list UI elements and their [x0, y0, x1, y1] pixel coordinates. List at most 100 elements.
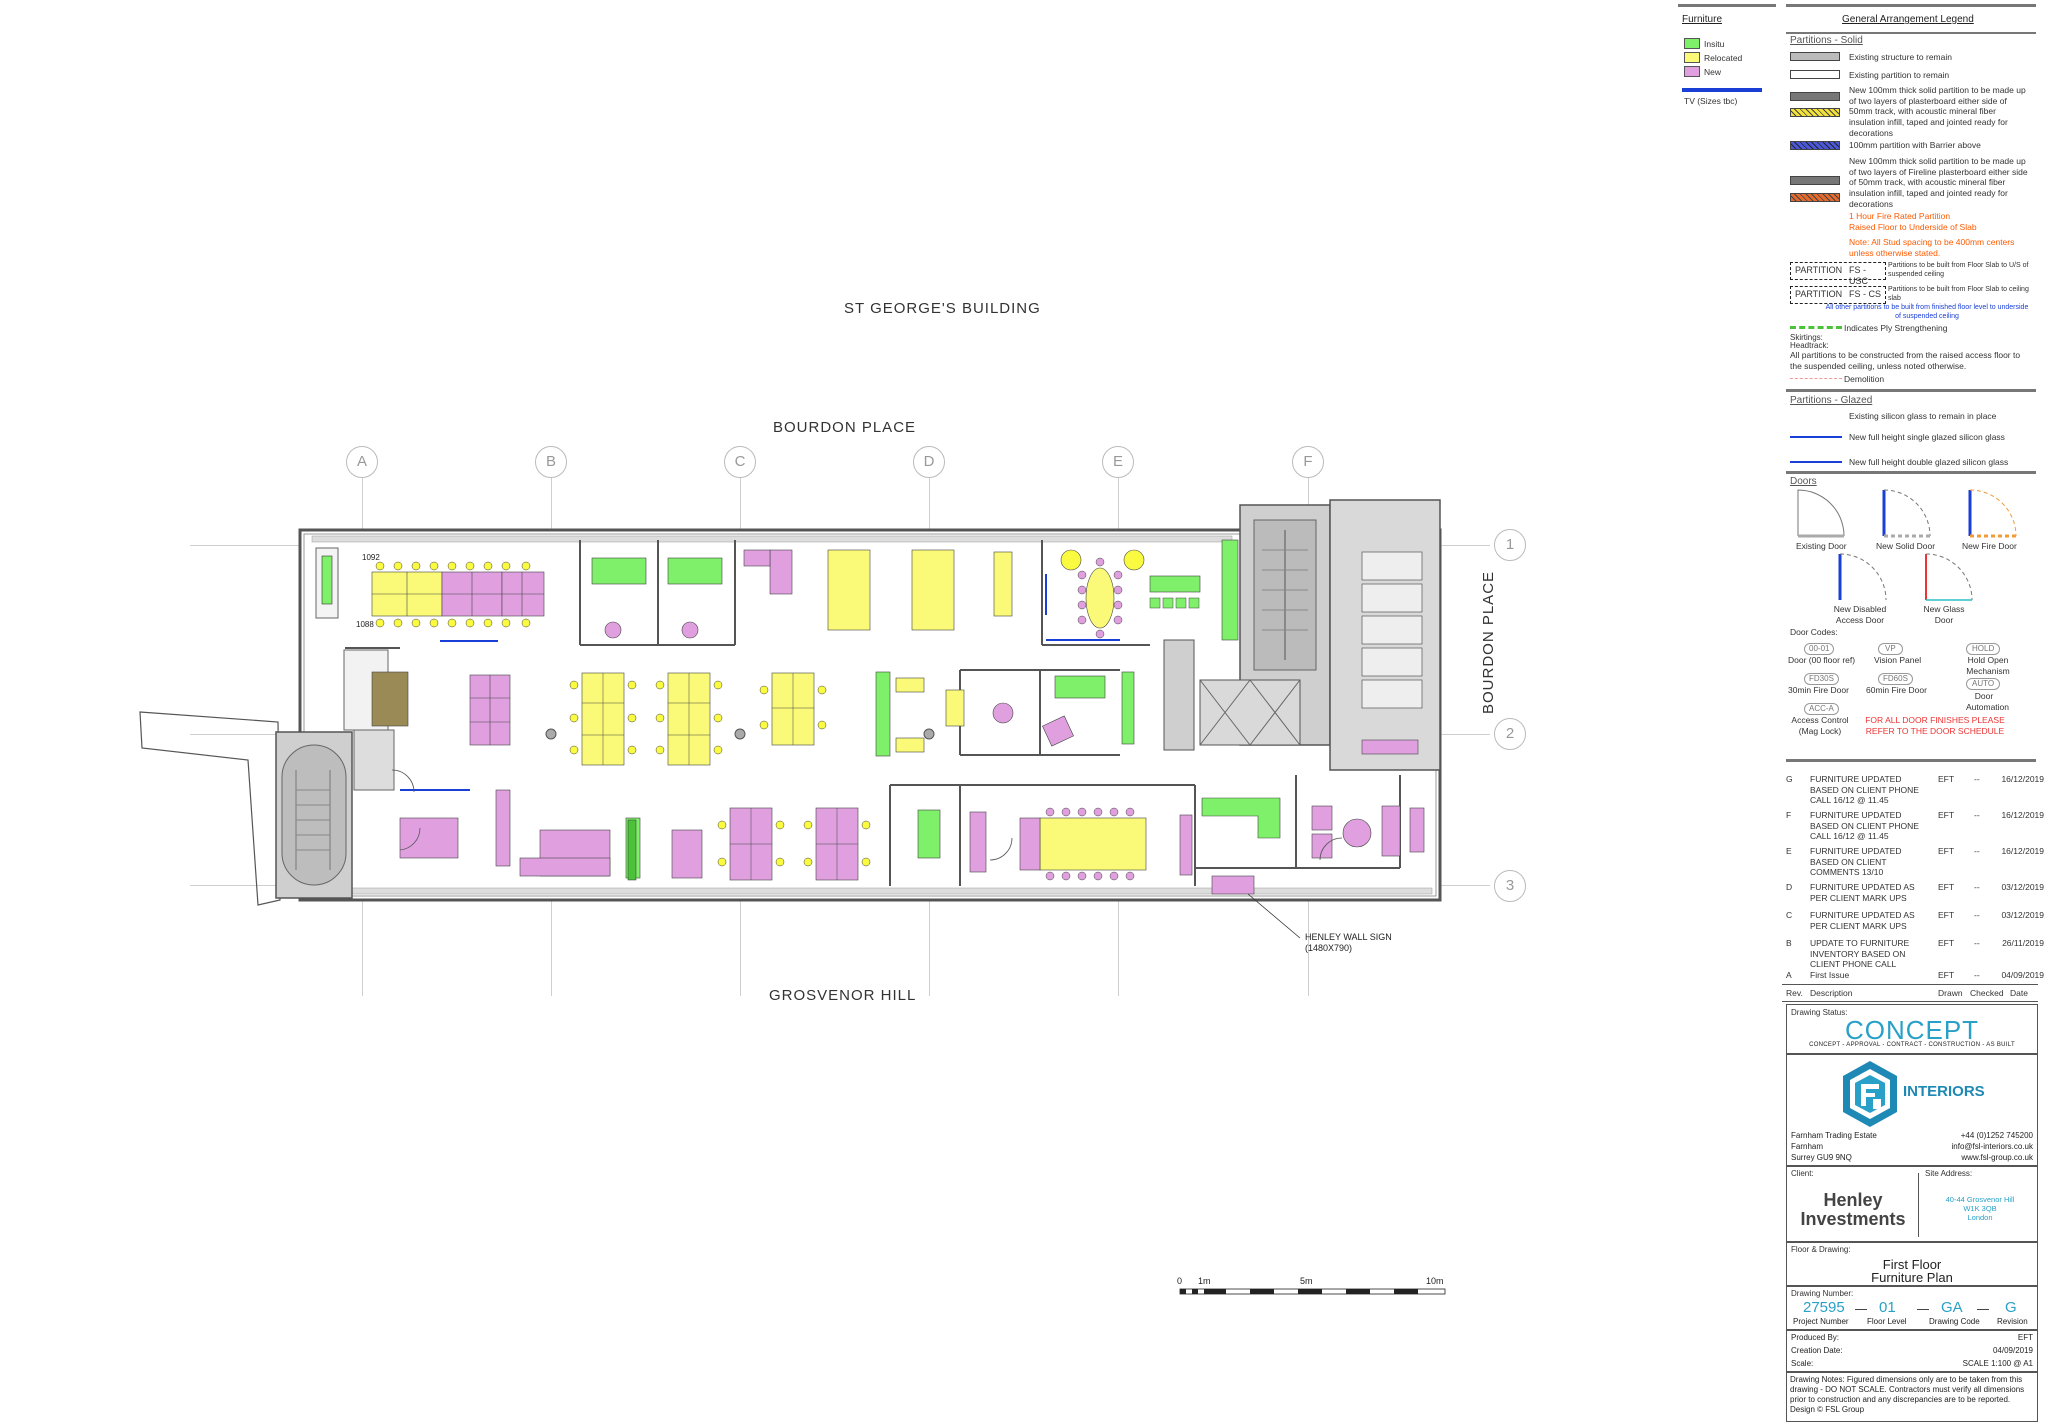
scale-label-10m: 10m: [1426, 1276, 1444, 1286]
swatch-barrier-partition: [1790, 141, 1840, 150]
revision-rev: E: [1786, 846, 1792, 856]
raised-floor-note: Raised Floor to Underside of Slab: [1849, 222, 1977, 232]
grid-bubble-1: 1: [1494, 529, 1526, 561]
revision-checked: --: [1974, 882, 1980, 892]
floor-label: Floor & Drawing:: [1791, 1245, 1851, 1254]
revision-drawn: EFT: [1938, 938, 1955, 948]
revision-checked: --: [1974, 938, 1980, 948]
furniture-legend-rule: [1678, 4, 1776, 7]
glazed-double-swatch: [1790, 461, 1842, 463]
door-desc-00-01: Door (00 floor ref): [1788, 655, 1856, 665]
caption-project: Project Number: [1793, 1317, 1849, 1326]
fs-cs-desc: Partitions to be built from Floor Slab t…: [1888, 286, 2029, 302]
doors-bottom-rule: [1786, 759, 2036, 762]
number-dash-1: [1855, 1309, 1867, 1310]
tv-symbol-icon: [1682, 88, 1762, 92]
client-label: Client:: [1791, 1169, 1814, 1178]
notes-box: Drawing Notes: Figured dimensions only a…: [1786, 1372, 2038, 1422]
legend-insitu: Insitu: [1704, 39, 1725, 49]
door-codes-title: Door Codes:: [1790, 627, 1838, 637]
created-value: 04/09/2019: [1992, 1346, 2033, 1355]
rev-header-rev: Rev.: [1786, 988, 1803, 998]
swatch-insitu: [1684, 38, 1700, 49]
door-symbols: [1797, 489, 2017, 601]
revision-rev: D: [1786, 882, 1793, 892]
partitions-glazed-title: Partitions - Glazed: [1790, 395, 1873, 406]
ga-legend-rule: [1786, 4, 2036, 7]
partition-usc-word: PARTITION: [1795, 265, 1843, 275]
solid-item-5: New 100mm thick solid partition to be ma…: [1849, 156, 2028, 209]
site-line-1: 40-44 Grosvenor Hill: [1945, 1195, 2015, 1204]
caption-floor: Floor Level: [1867, 1317, 1907, 1326]
site-line-3: London: [1967, 1213, 1993, 1222]
swatch-relocated: [1684, 52, 1700, 63]
solid-item-1: Existing structure to remain: [1849, 52, 1952, 62]
revision-code: G: [2005, 1299, 2017, 1316]
grid-bubble-a: A: [346, 446, 378, 478]
rev-header-desc: Description: [1810, 988, 1853, 998]
company-phone: +44 (0)1252 745200: [1960, 1131, 2033, 1140]
doors-title: Doors: [1790, 476, 1817, 487]
revision-desc: UPDATE TO FURNITURE INVENTORY BASED ON C…: [1810, 938, 1910, 970]
glazed-item-2: New full height single glazed silicon gl…: [1849, 432, 2005, 442]
revision-drawn: EFT: [1938, 882, 1955, 892]
scale-label: Scale:: [1791, 1359, 1814, 1368]
company-website: www.fsl-group.co.uk: [1961, 1153, 2033, 1162]
revision-checked: --: [1974, 910, 1980, 920]
floor-plan: ST GEORGE'S BUILDING BOURDON PLACE GROSV…: [139, 300, 1526, 1295]
all-partitions-note: All partitions to be constructed from th…: [1790, 350, 2021, 371]
door-type-disabled: New Disabled Access Door: [1833, 604, 1887, 625]
glazed-item-3: New full height double glazed silicon gl…: [1849, 457, 2009, 467]
scale-label-5m: 5m: [1300, 1276, 1313, 1286]
revision-drawn: EFT: [1938, 970, 1955, 980]
door-code-vp: VP: [1878, 643, 1903, 655]
solid-item-2: Existing partition to remain: [1849, 70, 1950, 80]
company-address-3: Surrey GU9 9NQ: [1791, 1153, 1852, 1162]
door-code-auto: AUTO: [1966, 678, 2001, 690]
grid-bubble-b: B: [535, 446, 567, 478]
floor-box: Floor & Drawing: First Floor Furniture P…: [1786, 1242, 2038, 1286]
revision-desc: First Issue: [1810, 970, 1850, 980]
revision-date: 03/12/2019: [2001, 882, 2044, 892]
rev-header-checked: Checked: [1970, 988, 2004, 998]
status-box: Drawing Status: CONCEPT CONCEPT - APPROV…: [1786, 1004, 2038, 1054]
door-desc-fd30s: 30min Fire Door: [1788, 685, 1849, 695]
door-desc-vp: Vision Panel: [1874, 655, 1922, 665]
revision-drawn: EFT: [1938, 846, 1955, 856]
revision-date: 16/12/2019: [2001, 774, 2044, 784]
drawing-status: CONCEPT: [1844, 1015, 1980, 1045]
other-partitions-note: All other partitions to be built from fi…: [1825, 304, 2029, 320]
drawing-notes: Drawing Notes: Figured dimensions only a…: [1790, 1375, 2025, 1414]
site-label: Site Address:: [1925, 1169, 1973, 1178]
revision-header: Rev. Description Drawn Checked Date: [1782, 984, 2038, 1002]
ply-note: Indicates Ply Strengthening: [1844, 323, 1948, 333]
ga-legend-rule-2: [1786, 32, 2036, 34]
floor-title-1: First Floor: [1882, 1257, 1942, 1272]
scale-value: SCALE 1:100 @ A1: [1962, 1359, 2033, 1368]
building-label: ST GEORGE'S BUILDING: [844, 300, 1041, 317]
caption-revision: Revision: [1997, 1317, 2028, 1326]
swatch-new-partition: [1790, 92, 1840, 101]
stud-spacing-note: Note: All Stud spacing to be 400mm cente…: [1849, 237, 2015, 258]
glazed-single-swatch: [1790, 436, 1842, 438]
door-code-00-01: 00-01: [1804, 643, 1835, 655]
company-name: INTERIORS: [1903, 1083, 1985, 1100]
partition-cs-code: FS - CS: [1849, 289, 1882, 299]
fs-logo-icon: [1843, 1061, 1897, 1127]
client-name: Henley Investments: [1800, 1190, 1906, 1229]
revision-date: 03/12/2019: [2001, 910, 2044, 920]
client-divider: [1918, 1173, 1919, 1237]
revision-desc: FURNITURE UPDATED AS PER CLIENT MARK UPS: [1810, 910, 1915, 931]
room-number-1088: 1088: [356, 620, 374, 629]
door-finish-note: FOR ALL DOOR FINISHES PLEASE REFER TO TH…: [1865, 715, 2005, 736]
revision-desc: FURNITURE UPDATED BASED ON CLIENT PHONE …: [1810, 774, 1919, 806]
caption-code: Drawing Code: [1929, 1317, 1980, 1326]
glazed-rule: [1786, 389, 2036, 392]
revision-checked: --: [1974, 810, 1980, 820]
rev-header-drawn: Drawn: [1938, 988, 1963, 998]
grid-bubble-2: 2: [1494, 718, 1526, 750]
door-desc-auto: Door Automation: [1966, 691, 2009, 712]
door-type-solid: New Solid Door: [1876, 541, 1936, 551]
revision-drawn: EFT: [1938, 910, 1955, 920]
fire-rated-note: 1 Hour Fire Rated Partition: [1849, 211, 1951, 221]
